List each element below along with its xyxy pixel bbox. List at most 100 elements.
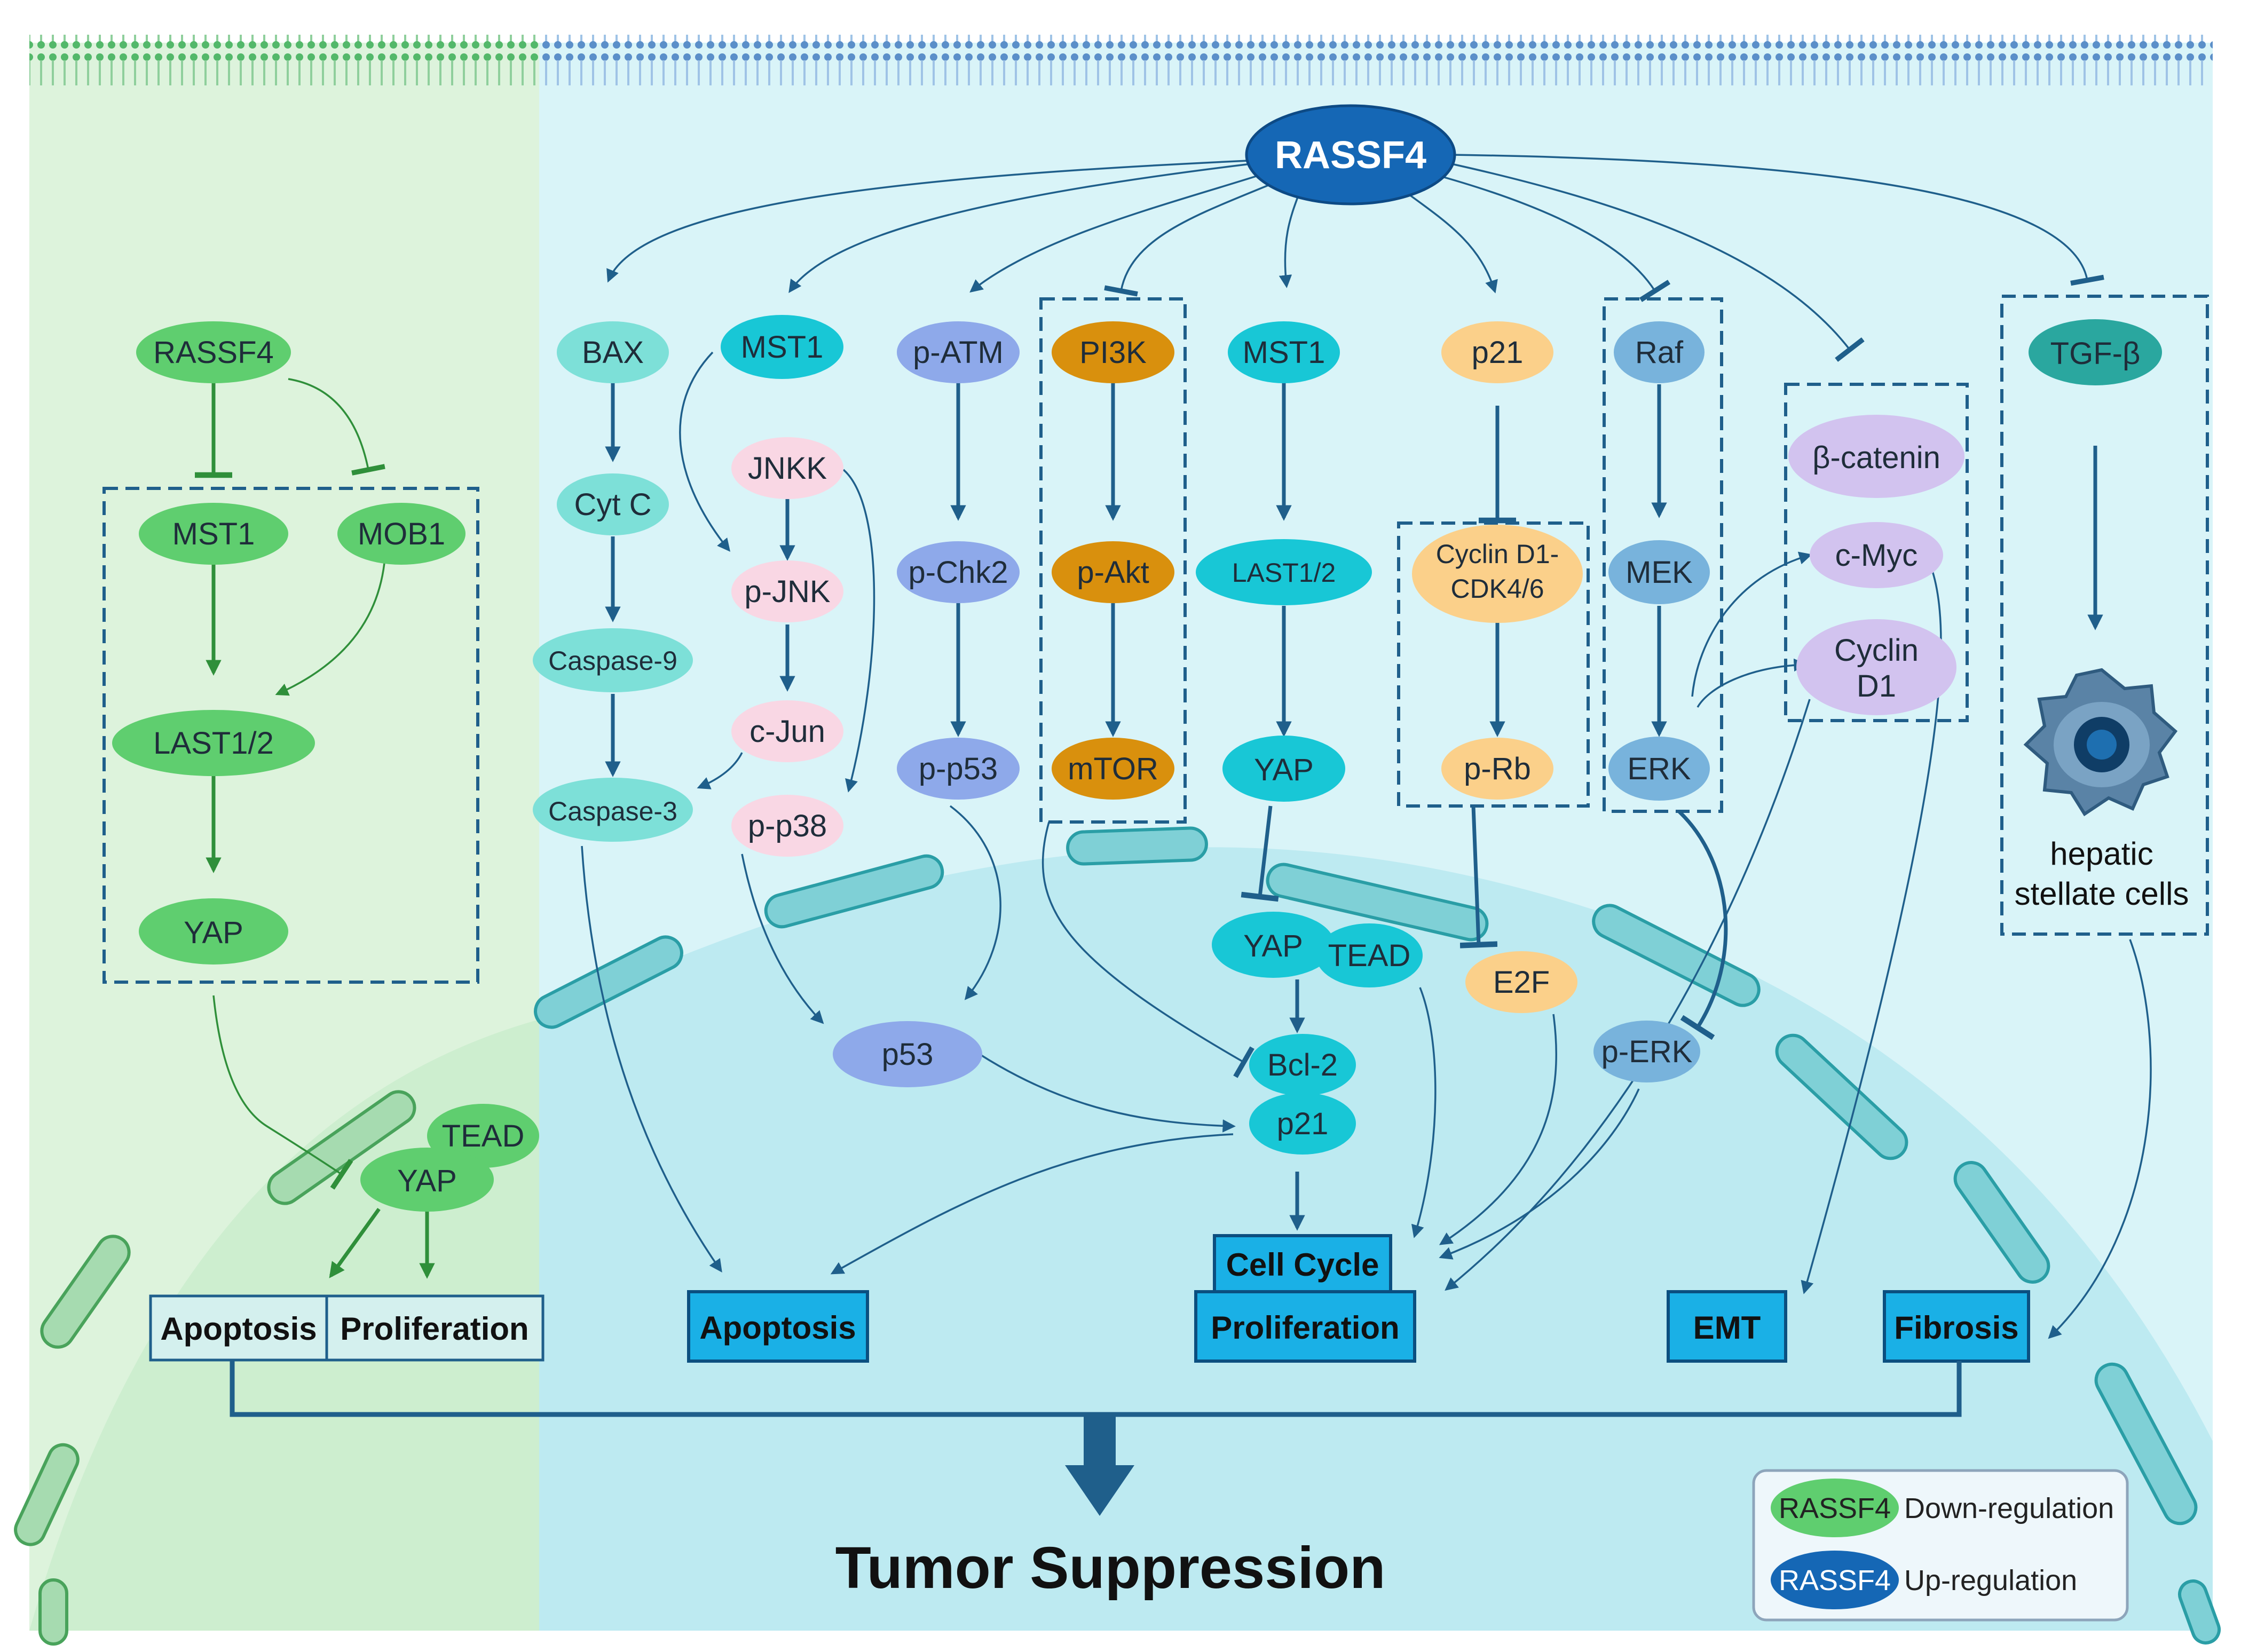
svg-text:p-p53: p-p53 xyxy=(919,752,998,786)
outcome-apoptosis-left[interactable]: Apoptosis xyxy=(149,1294,328,1362)
node-p-p38[interactable]: p-p38 xyxy=(731,795,843,857)
node-mob1-left[interactable]: MOB1 xyxy=(337,503,465,565)
svg-text:BAX: BAX xyxy=(582,335,644,370)
svg-text:YAP: YAP xyxy=(397,1164,457,1198)
node-caspase-9[interactable]: Caspase-9 xyxy=(533,628,693,692)
svg-text:Bcl-2: Bcl-2 xyxy=(1267,1048,1338,1082)
svg-text:p53: p53 xyxy=(882,1037,934,1072)
node-cyt-c[interactable]: Cyt C xyxy=(557,473,669,535)
svg-text:ERK: ERK xyxy=(1627,752,1691,786)
node-c-jun[interactable]: c-Jun xyxy=(731,700,843,762)
svg-text:MEK: MEK xyxy=(1625,555,1693,590)
svg-text:mTOR: mTOR xyxy=(1068,752,1158,786)
svg-text:p-p38: p-p38 xyxy=(748,809,827,843)
down-arrow-icon xyxy=(1065,1414,1134,1516)
svg-text:EMT: EMT xyxy=(1693,1310,1761,1346)
svg-text:p-ATM: p-ATM xyxy=(913,335,1004,370)
svg-text:LAST1/2: LAST1/2 xyxy=(1232,558,1336,588)
tgf-dashed-box xyxy=(2000,295,2209,936)
node-beta-catenin[interactable]: β-catenin xyxy=(1788,415,1964,498)
node-bcl2-nucleus[interactable]: Bcl-2 xyxy=(1249,1034,1356,1096)
node-p53-nucleus[interactable]: p53 xyxy=(833,1021,982,1087)
svg-text:D1: D1 xyxy=(1857,669,1896,704)
outcome-emt[interactable]: EMT xyxy=(1667,1290,1787,1363)
node-p-jnk[interactable]: p-JNK xyxy=(731,560,843,622)
node-tead-yap-left[interactable]: TEAD YAP xyxy=(360,1104,539,1212)
node-yap[interactable]: YAP xyxy=(1222,736,1345,802)
node-p-erk-nucleus[interactable]: p-ERK xyxy=(1593,1021,1700,1082)
hub-rassf4[interactable]: RASSF4 xyxy=(1245,104,1456,205)
svg-text:c-Myc: c-Myc xyxy=(1835,538,1918,573)
node-rassf4-left[interactable]: RASSF4 xyxy=(136,321,291,383)
pi3k-dashed-box xyxy=(1039,297,1187,824)
node-c-myc[interactable]: c-Myc xyxy=(1810,522,1943,588)
svg-text:YAP: YAP xyxy=(1243,929,1303,963)
node-mst1-jnk[interactable]: MST1 xyxy=(721,315,843,379)
node-caspase-3[interactable]: Caspase-3 xyxy=(533,778,693,842)
node-p21-nucleus[interactable]: p21 xyxy=(1249,1093,1356,1155)
node-last12-left[interactable]: LAST1/2 xyxy=(112,710,315,776)
outcome-proliferation[interactable]: Proliferation xyxy=(1194,1290,1416,1363)
node-yap-left[interactable]: YAP xyxy=(139,898,288,965)
outcome-proliferation-left[interactable]: Proliferation xyxy=(325,1294,545,1362)
svg-text:JNKK: JNKK xyxy=(748,451,827,486)
node-p-atm[interactable]: p-ATM xyxy=(897,321,1020,383)
node-mek[interactable]: MEK xyxy=(1608,540,1710,604)
svg-text:c-Jun: c-Jun xyxy=(749,714,825,749)
svg-text:p-Akt: p-Akt xyxy=(1077,555,1149,590)
legend: RASSF4 Down-regulation RASSF4 Up-regulat… xyxy=(1752,1469,2129,1622)
outcome-cell-cycle[interactable]: Cell Cycle xyxy=(1213,1234,1392,1293)
node-cyclin-d1[interactable]: Cyclin D1 xyxy=(1796,619,1956,715)
node-mst1-left[interactable]: MST1 xyxy=(139,503,288,565)
node-erk[interactable]: ERK xyxy=(1608,737,1710,801)
svg-text:RASSF4: RASSF4 xyxy=(153,335,274,370)
node-mst1-yap[interactable]: MST1 xyxy=(1228,321,1340,383)
svg-text:RASSF4: RASSF4 xyxy=(1275,134,1426,177)
node-e2f-nucleus[interactable]: E2F xyxy=(1465,951,1577,1013)
node-raf[interactable]: Raf xyxy=(1614,321,1705,383)
legend-up-regulation: RASSF4 Up-regulation xyxy=(1771,1551,2077,1609)
svg-text:Cyt C: Cyt C xyxy=(574,487,652,522)
node-last12[interactable]: LAST1/2 xyxy=(1196,539,1372,605)
svg-text:β-catenin: β-catenin xyxy=(1812,440,1940,475)
svg-text:MST1: MST1 xyxy=(172,517,255,551)
node-p-rb[interactable]: p-Rb xyxy=(1441,738,1553,800)
cell-membrane-green xyxy=(29,35,539,85)
hepatic-stellate-cell-icon xyxy=(2023,668,2178,817)
svg-text:Caspase-9: Caspase-9 xyxy=(548,646,677,676)
outcome-fibrosis[interactable]: Fibrosis xyxy=(1883,1290,2030,1363)
svg-text:MST1: MST1 xyxy=(741,330,824,365)
node-p-p53[interactable]: p-p53 xyxy=(897,738,1020,800)
svg-text:E2F: E2F xyxy=(1493,965,1550,1000)
svg-text:p-Chk2: p-Chk2 xyxy=(909,555,1008,590)
node-p-akt[interactable]: p-Akt xyxy=(1052,541,1174,603)
svg-text:p-Rb: p-Rb xyxy=(1464,752,1531,786)
wnt-dashed-box xyxy=(1784,383,1969,722)
svg-text:Cell Cycle: Cell Cycle xyxy=(1226,1247,1379,1283)
node-p21-top[interactable]: p21 xyxy=(1441,321,1553,383)
svg-text:Down-regulation: Down-regulation xyxy=(1904,1492,2114,1524)
node-yap-tead-nucleus[interactable]: YAP TEAD xyxy=(1212,912,1423,987)
hepatic-label-1: hepatic xyxy=(2050,836,2153,872)
node-bax[interactable]: BAX xyxy=(557,321,669,383)
svg-text:Apoptosis: Apoptosis xyxy=(699,1310,856,1346)
svg-text:MST1: MST1 xyxy=(1243,335,1325,370)
svg-text:PI3K: PI3K xyxy=(1079,335,1147,370)
outcome-apoptosis[interactable]: Apoptosis xyxy=(687,1290,869,1363)
svg-text:p21: p21 xyxy=(1472,335,1524,370)
node-cyclin-d1-cdk46[interactable]: Cyclin D1- CDK4/6 xyxy=(1412,525,1583,623)
node-tgf-beta[interactable]: TGF-β xyxy=(2029,319,2162,385)
svg-text:Caspase-3: Caspase-3 xyxy=(548,796,677,826)
node-pi3k[interactable]: PI3K xyxy=(1052,321,1174,383)
svg-text:TGF-β: TGF-β xyxy=(2050,336,2141,371)
node-jnkk[interactable]: JNKK xyxy=(731,437,843,499)
svg-text:YAP: YAP xyxy=(184,915,243,950)
svg-text:TEAD: TEAD xyxy=(1328,938,1411,973)
svg-text:Up-regulation: Up-regulation xyxy=(1904,1564,2077,1596)
node-mtor[interactable]: mTOR xyxy=(1052,738,1174,800)
svg-text:MOB1: MOB1 xyxy=(358,517,445,551)
svg-text:Apoptosis: Apoptosis xyxy=(160,1311,317,1347)
node-p-chk2[interactable]: p-Chk2 xyxy=(897,541,1020,603)
svg-text:YAP: YAP xyxy=(1254,753,1314,787)
